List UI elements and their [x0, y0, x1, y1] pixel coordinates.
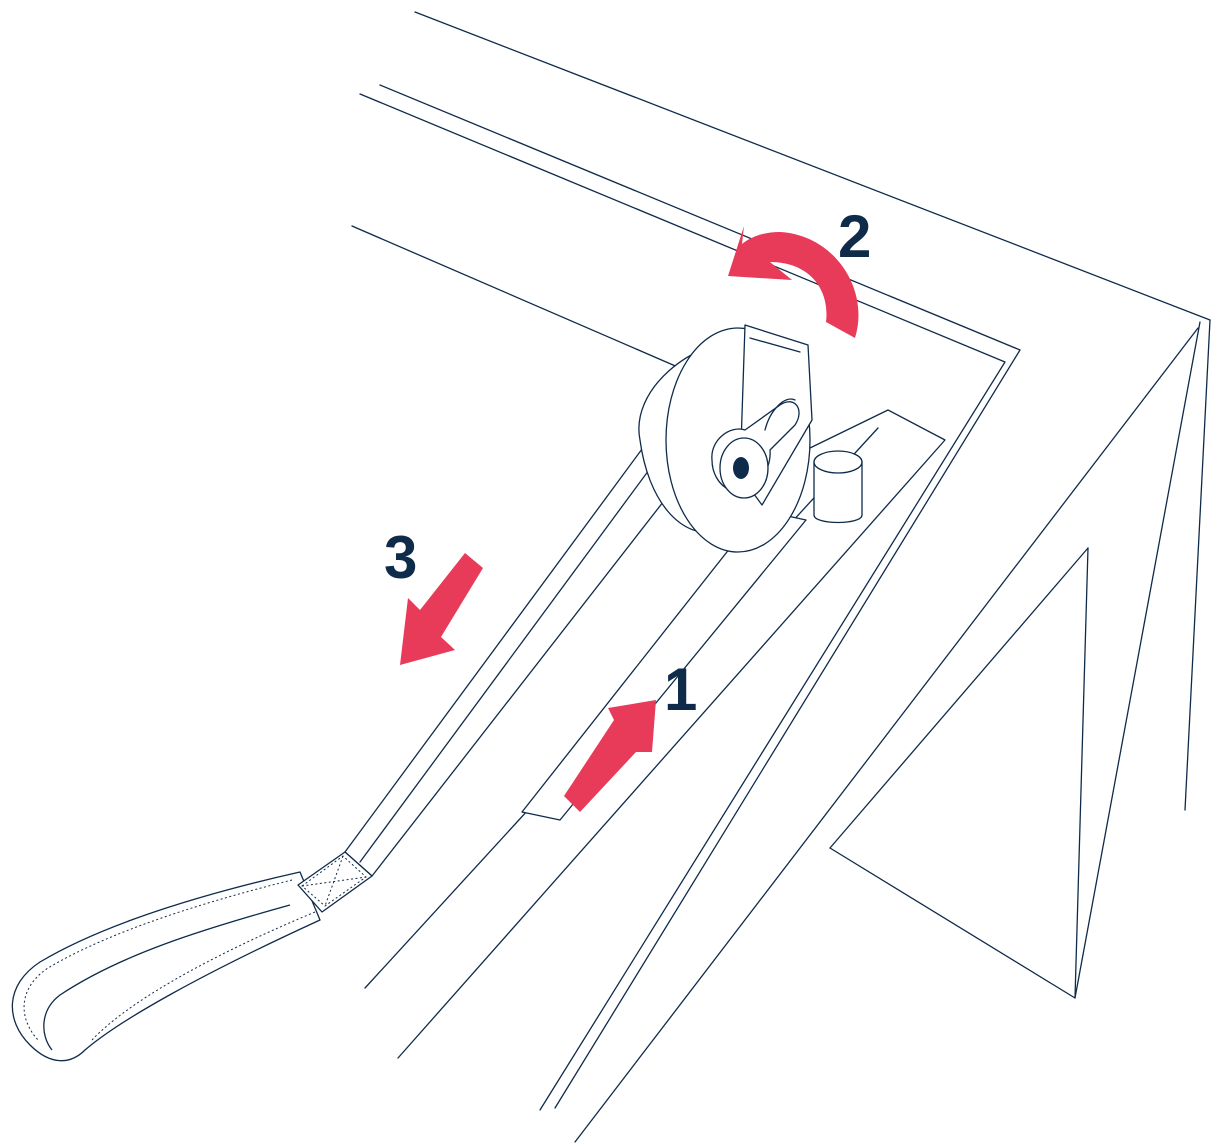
step-1-label: 1	[664, 656, 697, 723]
strap-loop	[11, 851, 373, 1062]
axle-dot	[733, 457, 749, 479]
curved-rotate-arrow-icon	[728, 226, 859, 338]
side-panel	[829, 547, 1089, 999]
pulley	[638, 324, 813, 553]
stop-cylinder	[813, 450, 863, 524]
step-1-arrow	[564, 700, 656, 812]
step-3-label: 3	[384, 524, 417, 591]
step-2-arrow	[728, 226, 859, 338]
step-2-label: 2	[838, 203, 871, 270]
arrow-up-right-icon	[564, 700, 656, 812]
step-3-arrow	[400, 553, 483, 665]
arrow-down-left-icon	[400, 553, 483, 665]
top-panel	[359, 11, 1211, 1143]
